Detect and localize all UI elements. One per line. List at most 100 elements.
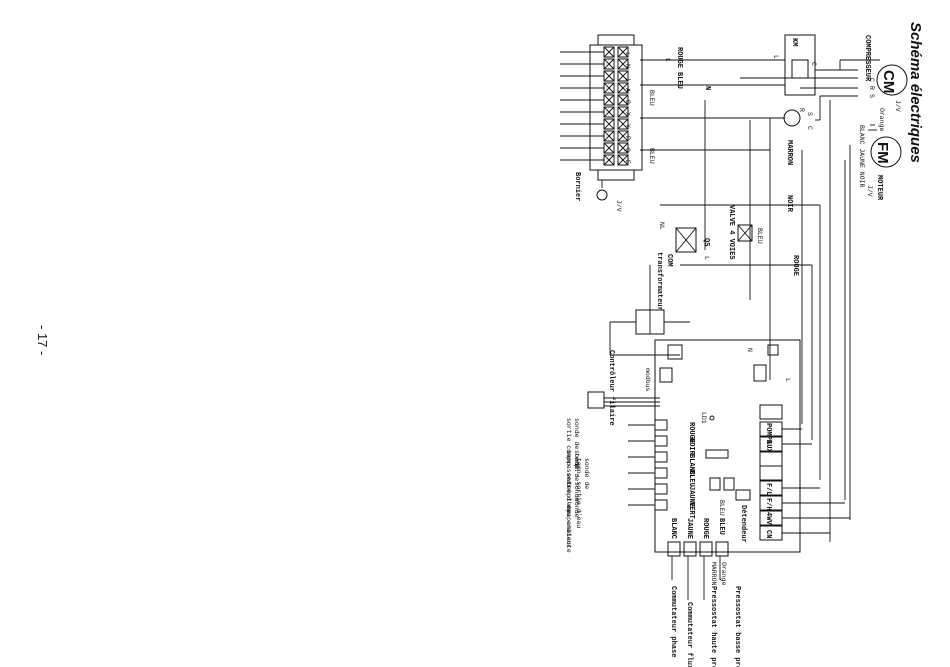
transformer-label: transformateur: [655, 252, 663, 311]
svg-text:BLEU: BLEU: [718, 500, 725, 516]
terminal-cell: [617, 106, 629, 118]
compressor-wires: [640, 59, 880, 542]
svg-text:ROUGE: ROUGE: [675, 47, 683, 68]
svg-text:L: L: [772, 55, 779, 59]
terminal-labels: L N ⏚ A B X Y P Q E: [624, 52, 632, 164]
svg-text:BLEU: BLEU: [648, 148, 655, 164]
svg-text:F/L: F/L: [764, 483, 772, 496]
terminal-cross: [603, 58, 615, 70]
terminal-cross: [603, 118, 615, 130]
commutateur-phase: Commutateur phase: [669, 586, 677, 657]
terminal-cross: [617, 142, 629, 154]
svg-text:ROUGE: ROUGE: [687, 422, 695, 443]
terminal-cross: [603, 154, 615, 166]
detendeur-label: Détendeur: [739, 505, 747, 543]
svg-text:J/V: J/V: [615, 200, 622, 212]
svg-text:N: N: [703, 86, 711, 90]
svg-text:R: R: [868, 86, 875, 90]
svg-text:sonde de: sonde de: [573, 450, 580, 481]
sensor-item: ROUGE sonde de temp. sortie compresseur: [565, 418, 695, 488]
svg-text:FM: FM: [874, 142, 891, 164]
terminal-cross: [617, 94, 629, 106]
svg-text:Orange: Orange: [878, 108, 885, 132]
pressostat-labels: Pressostat basse pression Pressostat hau…: [669, 586, 741, 667]
svg-text:NOIR: NOIR: [687, 438, 695, 456]
sensors: ROUGE sonde de temp. sortie compresseur …: [565, 418, 695, 553]
svg-text:BLEU: BLEU: [756, 228, 763, 244]
diagram-title: Schéma électriques: [907, 22, 924, 163]
terminal-cross: [603, 142, 615, 154]
svg-text:ROUGE: ROUGE: [701, 518, 709, 539]
svg-text:4WV: 4WV: [764, 512, 772, 525]
terminal-block-label: Bornier: [573, 172, 581, 201]
block-label: E: [624, 160, 631, 164]
svg-text:BLEU: BLEU: [648, 90, 655, 106]
terminal-cross: [603, 70, 615, 82]
terminal-cell: [617, 118, 629, 130]
board-wire-labels: BLEU: [705, 449, 735, 516]
svg-text:sonde: sonde: [573, 482, 580, 502]
terminal-cross: [617, 82, 629, 94]
led-label: LD1: [700, 412, 707, 424]
sensor-item: JAUNE sonde temp. évaporateur: [565, 482, 695, 548]
svg-text:F/H: F/H: [764, 498, 772, 511]
block-label: L: [624, 52, 631, 56]
svg-text:J/V: J/V: [894, 100, 901, 112]
svg-text:ROUGE: ROUGE: [791, 255, 799, 276]
svg-text:BLANC JAUNE NOIR: BLANC JAUNE NOIR: [858, 125, 865, 188]
terminal-cell: [617, 70, 629, 82]
svg-text:Orange: Orange: [720, 562, 727, 586]
svg-text:L: L: [703, 256, 710, 260]
svg-text:sonde de temp.: sonde de temp.: [573, 418, 580, 473]
terminal-cell: [617, 130, 629, 142]
sensor-item: BLANC sonde de temp. entré d'eau: [565, 450, 695, 516]
terminal-block: Bornier J/V: [560, 34, 643, 212]
terminal-cell: [617, 94, 629, 106]
terminal-cell: [617, 154, 629, 166]
terminal-cross: [617, 154, 629, 166]
svg-text:C: C: [810, 62, 817, 66]
detendeur: Détendeur: [735, 489, 751, 543]
block-label: P: [624, 136, 631, 140]
svg-text:JAUNE: JAUNE: [687, 486, 695, 507]
fan-motor: FM MOTEUR BLANC JAUNE NOIR Orange J/V: [858, 108, 902, 201]
svg-text:VERT: VERT: [687, 502, 695, 519]
sensor-item: BLEU sonde de temp. sortie d'eau: [575, 458, 695, 528]
svg-text:KM: KM: [790, 38, 798, 46]
block-label: B: [624, 100, 631, 104]
terminal-cross: [603, 130, 615, 142]
board-outputs: POMPE AUX F/L F/H 4WV CN: [759, 404, 850, 541]
svg-text:BLEU: BLEU: [675, 72, 683, 89]
svg-text:C: C: [806, 126, 813, 130]
terminal-cross: [617, 106, 629, 118]
terminal-cross: [617, 58, 629, 70]
terminal-cross: [603, 46, 615, 58]
svg-text:N: N: [746, 348, 753, 352]
block-label: A: [624, 88, 631, 92]
terminal-cross: [617, 70, 629, 82]
svg-text:temp. évaporateur: temp. évaporateur: [565, 482, 572, 548]
svg-text:sortie compresseur: sortie compresseur: [565, 418, 572, 488]
four-way-valve: VALVE 4 VOIES BLEU: [727, 205, 763, 260]
svg-text:C: C: [868, 78, 875, 82]
svg-text:S: S: [806, 112, 813, 116]
svg-text:L: L: [784, 378, 791, 382]
svg-text:POMPE: POMPE: [764, 423, 772, 444]
terminal-cross: [617, 46, 629, 58]
svg-text:BLANC: BLANC: [687, 454, 695, 475]
svg-text:CN: CN: [764, 530, 772, 538]
relay-qs: QS L NL: [658, 222, 710, 260]
svg-text:L: L: [664, 58, 671, 62]
terminal-cell: [617, 82, 629, 94]
capacitor: S C R: [783, 108, 813, 130]
svg-text:COM: COM: [665, 254, 673, 267]
pressostat-haute: Pressostat haute pression: [709, 586, 717, 667]
svg-text:CM: CM: [880, 70, 897, 93]
terminal-cross: [617, 130, 629, 142]
svg-text:temp. sortie d'eau: temp. sortie d'eau: [575, 458, 582, 528]
compressor-label: COMPRESSEUR: [863, 35, 871, 82]
svg-text:AUX: AUX: [764, 440, 772, 453]
svg-text:R: R: [798, 108, 805, 112]
terminal-cross: [617, 118, 629, 130]
